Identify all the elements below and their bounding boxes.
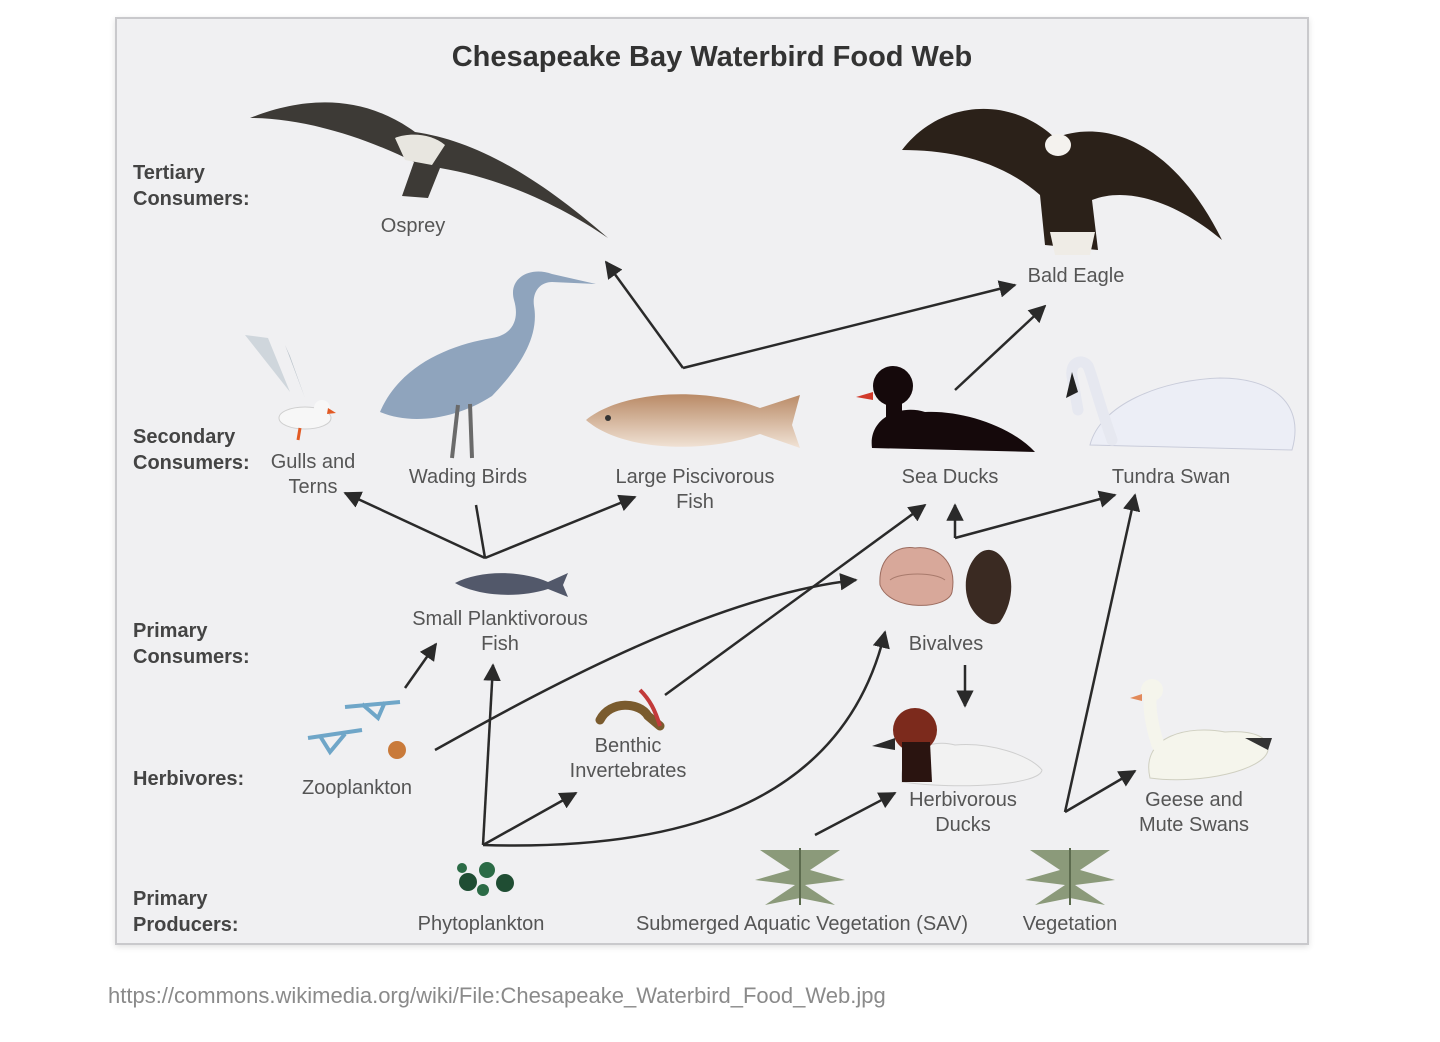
arrow-to-wading-birds — [474, 504, 487, 559]
level-label-line: Primary — [133, 620, 208, 642]
vegetation-icon — [1025, 848, 1115, 905]
level-label-line: Producers: — [133, 914, 239, 936]
arrow-sav-to-herbivorous-ducks — [814, 791, 897, 837]
arrow-to-gulls — [343, 491, 486, 560]
label-line: Phytoplankton — [417, 913, 545, 935]
arrow-benthic-to-sea-ducks — [664, 503, 927, 697]
level-primary-consumers: Primary Consumers: — [133, 618, 250, 670]
label-herbivorous-ducks: Herbivorous Ducks — [909, 788, 1017, 838]
bivalves-icon — [879, 546, 1012, 625]
arrow-to-bald-eagle — [682, 280, 1017, 370]
arrow-to-osprey — [604, 260, 685, 369]
label-sav: Submerged Aquatic Vegetation (SAV) — [636, 912, 968, 937]
arrow-seaducks-to-eagle — [954, 304, 1047, 391]
arrow-phyto-to-small-fish — [481, 663, 501, 846]
arrow-phyto-to-bivalves — [482, 630, 890, 847]
level-primary-producers: Primary Producers: — [133, 886, 239, 938]
label-line: Osprey — [380, 215, 446, 237]
label-line: Sea Ducks — [901, 466, 999, 488]
label-benthic-invertebrates: Benthic Invertebrates — [570, 734, 687, 784]
level-label-line: Consumers: — [133, 452, 250, 474]
label-sea-ducks: Sea Ducks — [902, 465, 999, 490]
arrow-vegetation-to-tundra-swan — [1063, 493, 1141, 813]
label-line: Invertebrates — [569, 760, 687, 782]
level-label-line: Herbivores: — [133, 768, 245, 790]
small-fish-icon — [455, 573, 568, 597]
level-label-line: Consumers: — [133, 188, 250, 210]
label-line: Benthic — [594, 735, 662, 757]
label-small-planktivorous-fish: Small Planktivorous Fish — [412, 607, 588, 657]
label-line: Zooplankton — [301, 777, 413, 799]
label-line: Mute Swans — [1138, 814, 1250, 836]
label-line: Tundra Swan — [1111, 466, 1231, 488]
herbivorous-duck-icon — [872, 708, 1043, 787]
level-secondary-consumers: Secondary Consumers: — [133, 424, 250, 476]
label-geese-and-mute-swans: Geese and Mute Swans — [1139, 788, 1249, 838]
phytoplankton-icon — [457, 862, 514, 896]
label-line: Wading Birds — [408, 466, 528, 488]
goose-icon — [1130, 679, 1272, 781]
label-line: Submerged Aquatic Vegetation (SAV) — [635, 913, 969, 935]
label-bald-eagle: Bald Eagle — [1028, 264, 1125, 289]
diagram-title: Chesapeake Bay Waterbird Food Web — [451, 41, 973, 73]
sav-icon — [755, 848, 845, 905]
arrow-to-large-fish — [484, 494, 637, 560]
label-large-piscivorous-fish: Large Piscivorous Fish — [616, 465, 775, 515]
label-line: Bald Eagle — [1027, 265, 1125, 287]
arrow-vegetation-to-geese — [1064, 769, 1137, 814]
level-label-line: Primary — [133, 888, 208, 910]
label-vegetation: Vegetation — [1023, 912, 1118, 937]
source-url-link[interactable]: https://commons.wikimedia.org/wiki/File:… — [108, 983, 886, 1008]
arrow-phyto-to-benthic — [482, 791, 578, 847]
label-line: Herbivorous — [909, 789, 1017, 811]
label-line: Terns — [288, 476, 338, 498]
bald-eagle-icon — [902, 108, 1222, 255]
arrow-zooplankton-to-small-fish — [403, 642, 438, 689]
level-label-line: Tertiary — [133, 162, 205, 184]
arrow-zooplankton-to-bivalves — [434, 573, 858, 752]
heron-icon — [380, 271, 596, 459]
label-zooplankton: Zooplankton — [302, 776, 412, 801]
label-line: Vegetation — [1022, 913, 1118, 935]
large-fish-icon — [586, 394, 800, 448]
zooplankton-icon — [307, 700, 406, 759]
food-web-arrows — [343, 260, 1141, 847]
label-line: Small Planktivorous — [412, 608, 588, 630]
level-label-line: Secondary — [133, 426, 236, 448]
label-line: Bivalves — [908, 633, 984, 655]
label-line: Fish — [676, 491, 714, 513]
gull-icon — [245, 335, 336, 441]
tundra-swan-icon — [1066, 356, 1296, 451]
label-line: Gulls and — [270, 451, 356, 473]
benthic-invertebrates-icon — [595, 688, 665, 731]
osprey-icon — [250, 102, 608, 239]
label-osprey: Osprey — [381, 214, 445, 239]
level-tertiary-consumers: Tertiary Consumers: — [133, 160, 250, 212]
arrow-to-tundra-swan — [954, 490, 1117, 540]
label-bivalves: Bivalves — [909, 632, 983, 657]
sea-duck-icon — [856, 366, 1035, 452]
label-line: Large Piscivorous — [615, 466, 775, 488]
level-label-line: Consumers: — [133, 646, 250, 668]
label-tundra-swan: Tundra Swan — [1112, 465, 1230, 490]
label-wading-birds: Wading Birds — [409, 465, 527, 490]
label-line: Fish — [481, 633, 519, 655]
label-line: Geese and — [1145, 789, 1243, 811]
label-phytoplankton: Phytoplankton — [418, 912, 545, 937]
label-line: Ducks — [935, 814, 991, 836]
level-herbivores: Herbivores: — [133, 766, 244, 792]
label-gulls-and-terns: Gulls and Terns — [271, 450, 356, 500]
